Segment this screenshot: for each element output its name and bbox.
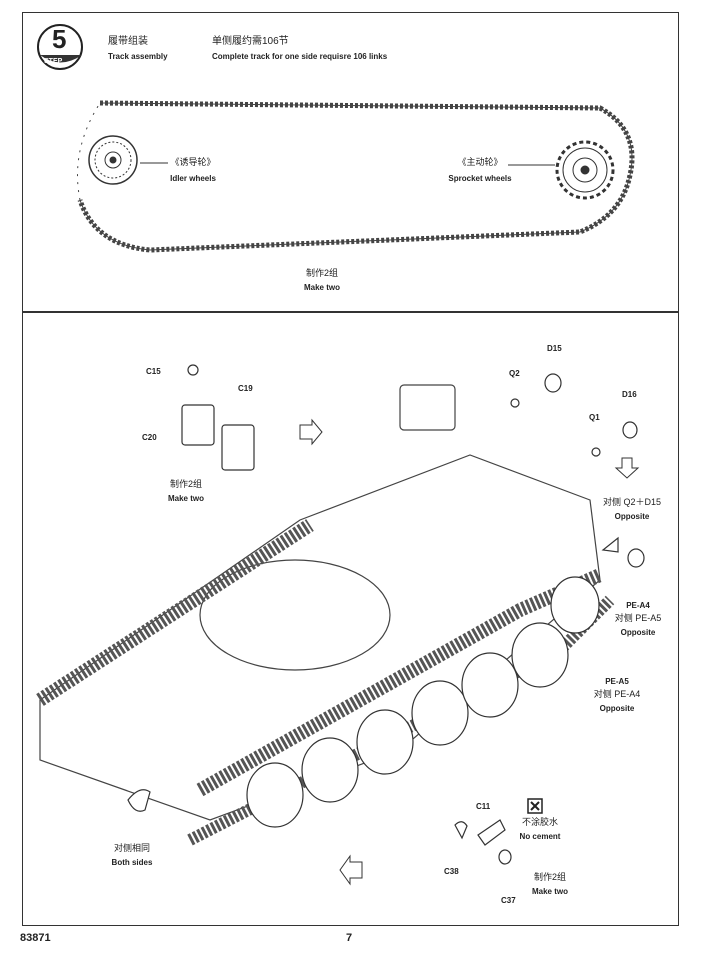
pe-a5-line3: Opposite (599, 704, 635, 713)
part-q2: Q2 (509, 369, 520, 378)
pe-a4-line3: Opposite (620, 628, 656, 637)
idler-label-cn: 《诱导轮》 (170, 157, 216, 167)
direction-arrow-icon (299, 418, 640, 886)
make-two-top-cn: 制作2组 (305, 268, 339, 278)
part-c38: C38 (444, 867, 459, 876)
part-c19: C19 (238, 384, 253, 393)
track-note-en: Complete track for one side requisre 106… (212, 52, 388, 61)
no-cement-en: No cement (519, 832, 561, 841)
part-c37: C37 (501, 896, 516, 905)
part-d15: D15 (547, 344, 562, 353)
opposite-q2-cn: 对侧 Q2＋D15 (602, 497, 662, 507)
track-note-cn: 单侧履约需106节 (212, 36, 289, 47)
step-word: STEP (44, 58, 63, 65)
road-wheels-icon (246, 576, 600, 828)
step-number: 5 (52, 24, 67, 54)
pe-a5-line2: 对侧 PE-A4 (593, 689, 641, 699)
make-two-left-cn: 制作2组 (169, 479, 203, 489)
sprocket-label-en: Sprocket wheels (448, 174, 512, 183)
sprocket-wheel-icon (555, 140, 615, 200)
hook-parts-icon (127, 789, 512, 865)
idler-wheel-icon (88, 135, 138, 185)
part-c11: C11 (476, 802, 491, 811)
part-q1: Q1 (589, 413, 600, 422)
track-loop-icon (77, 100, 635, 253)
page-number: 7 (346, 932, 353, 944)
both-sides-en: Both sides (111, 858, 153, 867)
pe-a4-line2: 对侧 PE-A5 (614, 613, 662, 623)
pe-a4-line1: PE-A4 (626, 601, 650, 610)
opposite-q2-en: Opposite (614, 512, 650, 521)
make-two-bottom-cn: 制作2组 (533, 872, 567, 882)
stowage-box-part-icon (181, 364, 255, 471)
track-assembly-title-en: Track assembly (108, 52, 168, 61)
idler-label-en: Idler wheels (170, 174, 216, 183)
no-cement-icon (527, 798, 543, 814)
part-d16: D16 (622, 390, 637, 399)
track-assembly-title-cn: 履带组装 (108, 36, 148, 47)
pe-a5-line1: PE-A5 (605, 677, 629, 686)
make-two-left-en: Make two (167, 494, 205, 503)
no-cement-cn: 不涂胶水 (521, 817, 559, 827)
product-code: 83871 (20, 932, 51, 944)
sprocket-label-cn: 《主动轮》 (457, 157, 503, 167)
step-badge-icon (37, 24, 83, 70)
make-two-bottom-en: Make two (531, 887, 569, 896)
step-5-panel (22, 12, 679, 312)
part-c20: C20 (142, 433, 157, 442)
make-two-top-en: Make two (303, 283, 341, 292)
small-parts-icon (510, 373, 645, 568)
part-c15: C15 (146, 367, 161, 376)
both-sides-cn: 对侧相同 (113, 843, 151, 853)
